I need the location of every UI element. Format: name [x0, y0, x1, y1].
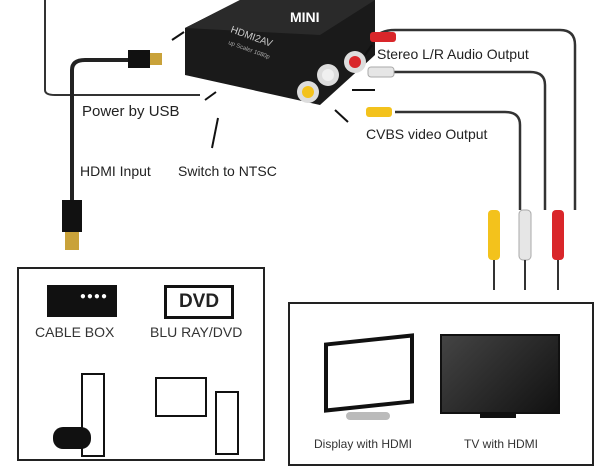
tv-icon	[440, 334, 560, 414]
tv-stand	[480, 414, 516, 418]
hdmi-plug-top	[128, 50, 150, 68]
monitor-stand	[346, 412, 390, 420]
hdmi-plug-bottom	[62, 200, 82, 232]
svg-text:MINI: MINI	[290, 9, 320, 25]
stereo-audio-label: Stereo L/R Audio Output	[377, 46, 529, 62]
hdmi-plug-tip	[150, 53, 162, 65]
cvbs-label: CVBS video Output	[366, 126, 488, 142]
monitor-icon	[324, 333, 414, 413]
usb-cable	[44, 0, 200, 96]
desktop-computer-icon	[155, 377, 207, 417]
monitor-label: Display with HDMI	[314, 437, 413, 451]
pc-tower-icon	[215, 391, 239, 455]
dvd-icon: DVD	[164, 285, 234, 319]
sources-panel: ●●●● DVD CABLE BOX BLU RAY/DVD	[17, 267, 265, 461]
ntsc-switch-label: Switch to NTSC	[178, 163, 277, 179]
cables-diagram: MINI HDMI2AV up Scaler 1080p	[44, 0, 577, 290]
cable-box-icon: ●●●●	[47, 285, 117, 317]
cable-box-label: CABLE BOX	[35, 324, 115, 340]
bluray-label: BLU RAY/DVD	[150, 324, 243, 340]
gamepad-icon	[53, 427, 91, 449]
converter-device: MINI HDMI2AV up Scaler 1080p	[185, 0, 375, 105]
red-rca-plug	[370, 32, 396, 42]
pointer-arrows	[171, 31, 375, 149]
displays-panel: Display with HDMI TV with HDMI	[288, 302, 594, 466]
rca-plugs-bottom	[488, 209, 564, 290]
hdmi-input-label: HDMI Input	[80, 163, 151, 179]
usb-power-label: Power by USB	[82, 103, 180, 120]
hdmi-cable	[70, 58, 130, 200]
tv-label: TV with HDMI	[464, 437, 539, 451]
